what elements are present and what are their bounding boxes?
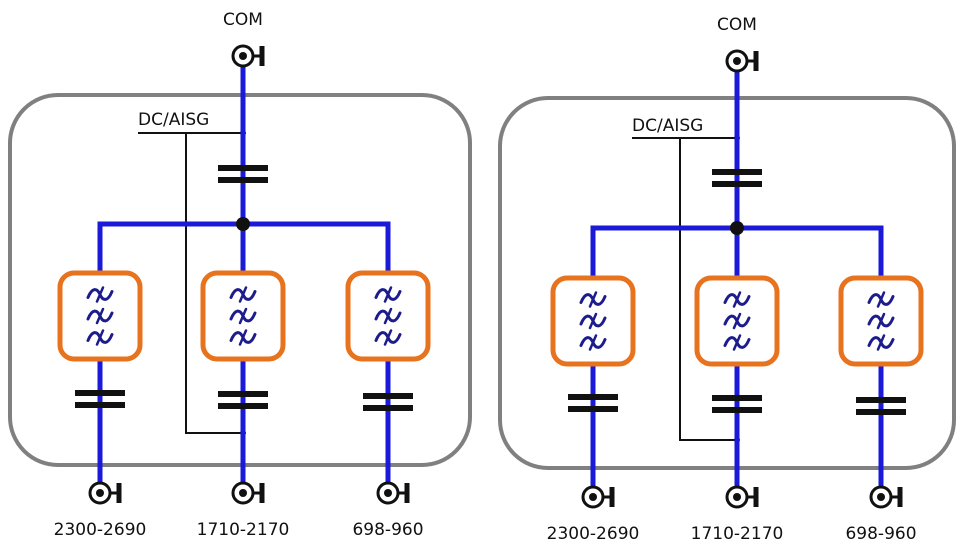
port-band-label-3: 698-960 xyxy=(845,524,917,544)
coax-connector-icon xyxy=(725,49,759,73)
coax-connector-icon xyxy=(869,485,903,509)
capacitor-icon xyxy=(712,395,762,413)
coax-connector-icon xyxy=(88,481,122,505)
capacitor-icon xyxy=(218,391,268,409)
com-label: COM xyxy=(717,15,757,35)
capacitor-icon xyxy=(568,394,618,412)
dc-aisg-label: DC/AISG xyxy=(138,110,210,130)
junction-dot-icon xyxy=(236,217,250,231)
capacitor-icon xyxy=(75,390,125,408)
bandpass-filter-icon xyxy=(838,275,924,367)
port-band-label-1: 2300-2690 xyxy=(546,524,640,544)
bandpass-filter-icon xyxy=(57,270,143,362)
capacitor-icon xyxy=(218,165,268,183)
enclosure xyxy=(498,96,956,470)
port-band-label-2: 1710-2170 xyxy=(196,520,290,540)
capacitor-icon xyxy=(856,397,906,415)
coax-connector-icon xyxy=(376,481,410,505)
dc-bypass-wire xyxy=(679,137,737,441)
port-band-label-2: 1710-2170 xyxy=(690,524,784,544)
capacitor-icon xyxy=(712,169,762,187)
coax-connector-icon xyxy=(725,485,759,509)
bandpass-filter-icon xyxy=(694,275,780,367)
port-band-label-1: 2300-2690 xyxy=(53,520,147,540)
dc-bypass-wire xyxy=(185,132,243,434)
coax-connector-icon xyxy=(231,44,265,68)
dc-aisg-label: DC/AISG xyxy=(632,116,704,136)
capacitor-icon xyxy=(363,393,413,411)
com-label: COM xyxy=(223,10,263,30)
enclosure xyxy=(8,93,472,467)
junction-dot-icon xyxy=(730,221,744,235)
bandpass-filter-icon xyxy=(550,275,636,367)
coax-connector-icon xyxy=(581,485,615,509)
triplexer-unit-1 xyxy=(8,44,472,505)
bandpass-filter-icon xyxy=(200,270,286,362)
coax-connector-icon xyxy=(231,481,265,505)
triplexer-unit-2 xyxy=(498,49,956,509)
bandpass-filter-icon xyxy=(345,270,431,362)
port-band-label-3: 698-960 xyxy=(352,520,424,540)
